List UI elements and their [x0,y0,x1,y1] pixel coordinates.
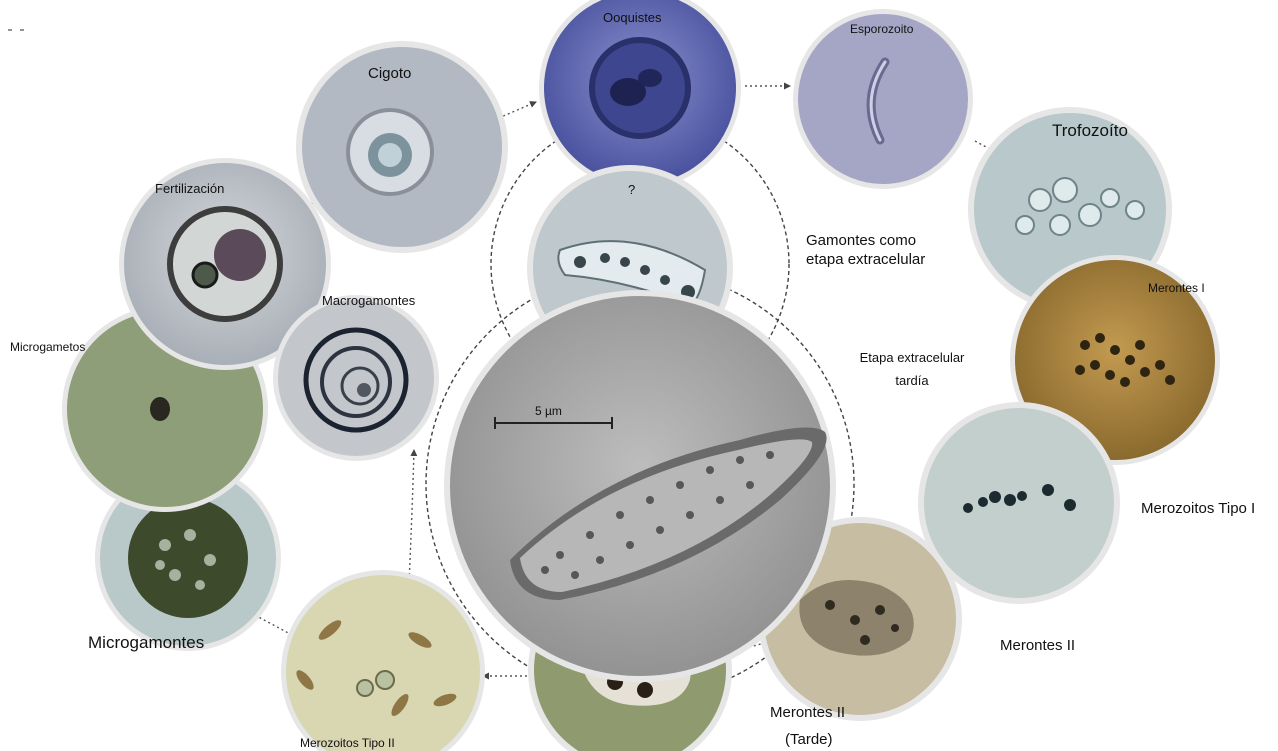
label-macrogamontes: Macrogamontes [322,293,415,308]
label-tardia-line2: tardía [842,373,982,388]
label-merozoitos-tipo-i: Merozoitos Tipo I [1141,500,1255,517]
label-question-mark: ? [628,182,635,197]
label-tardia-line1: Etapa extracelular [842,350,982,365]
label-scale-bar: 5 µm [535,404,562,418]
stage-esporozoito [793,9,973,189]
label-microgametos: Microgametos [10,340,85,354]
label-fertilizacion: Fertilización [155,181,224,196]
label-ooquistes: Ooquistes [603,10,662,25]
stage-ooquistes [539,0,741,189]
label-trofozoito: Trofozoíto [1052,121,1128,141]
label-merontes-ii-tarde-line2: (Tarde) [785,731,833,748]
stage-etapa-extracelular-tardia [444,290,836,682]
label-merontes-i: Merontes I [1148,281,1205,295]
label-merozoitos-tipo-ii: Merozoitos Tipo II [300,736,395,750]
label-merontes-ii: Merontes II [1000,637,1075,654]
label-gamontes-line2: etapa extracelular [806,251,925,268]
stage-merozoitos-tipo-ii [281,570,485,751]
label-merontes-ii-tarde-line1: Merontes II [770,704,845,721]
stage-macrogamontes [273,295,439,461]
label-gamontes-line1: Gamontes como [806,232,916,249]
label-microgamontes: Microgamontes [88,633,204,653]
label-cigoto: Cigoto [368,65,411,82]
label-esporozoito: Esporozoito [850,22,913,36]
